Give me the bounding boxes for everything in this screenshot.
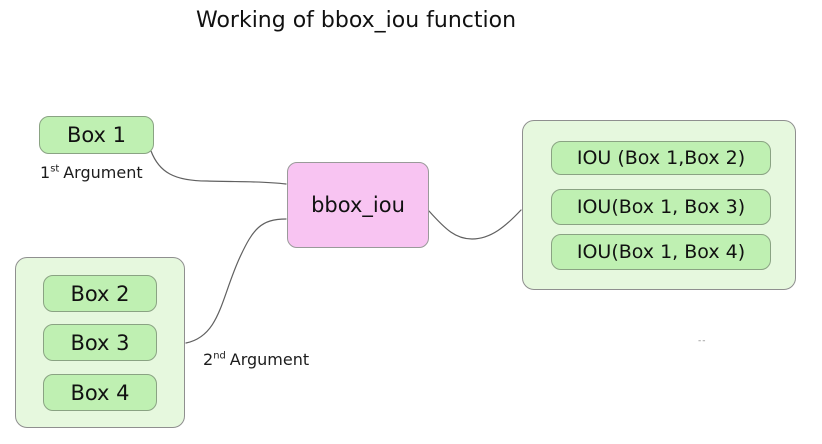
connector-arg1-to-function — [150, 150, 287, 185]
output-container: IOU (Box 1,Box 2) IOU(Box 1, Box 3) IOU(… — [522, 120, 796, 290]
node-bbox-iou-function: bbox_iou — [287, 162, 429, 248]
connector-arg2-to-function — [185, 218, 287, 344]
node-iou-result-2-label: IOU(Box 1, Box 3) — [576, 196, 746, 218]
caption-arg1-number: 1 — [40, 163, 51, 182]
connector-function-to-output — [428, 209, 522, 240]
node-box1: Box 1 — [39, 116, 154, 154]
node-box4-label: Box 4 — [70, 380, 130, 405]
node-box3-label: Box 3 — [70, 330, 130, 355]
ellipsis-mark: -- — [698, 336, 707, 346]
node-iou-result-3: IOU(Box 1, Box 4) — [551, 234, 771, 270]
node-iou-result-1: IOU (Box 1,Box 2) — [551, 141, 771, 175]
node-iou-result-3-label: IOU(Box 1, Box 4) — [576, 241, 746, 263]
node-box1-label: Box 1 — [66, 123, 127, 147]
node-bbox-iou-label: bbox_iou — [311, 193, 405, 217]
diagram-title: Working of bbox_iou function — [195, 8, 517, 33]
caption-arg1-ordinal: st — [50, 163, 60, 175]
caption-arg2-number: 2 — [203, 350, 214, 369]
caption-arg1-text: Argument — [63, 163, 143, 182]
node-box3: Box 3 — [43, 324, 157, 361]
caption-arg2-text: Argument — [229, 350, 310, 369]
arg2-group-container: Box 2 Box 3 Box 4 — [15, 257, 185, 428]
node-iou-result-1-label: IOU (Box 1,Box 2) — [576, 147, 746, 169]
node-iou-result-2: IOU(Box 1, Box 3) — [551, 189, 771, 225]
node-box2-label: Box 2 — [70, 281, 130, 306]
node-box2: Box 2 — [43, 275, 157, 312]
caption-arg2-ordinal: nd — [213, 350, 226, 362]
node-box4: Box 4 — [43, 374, 157, 411]
